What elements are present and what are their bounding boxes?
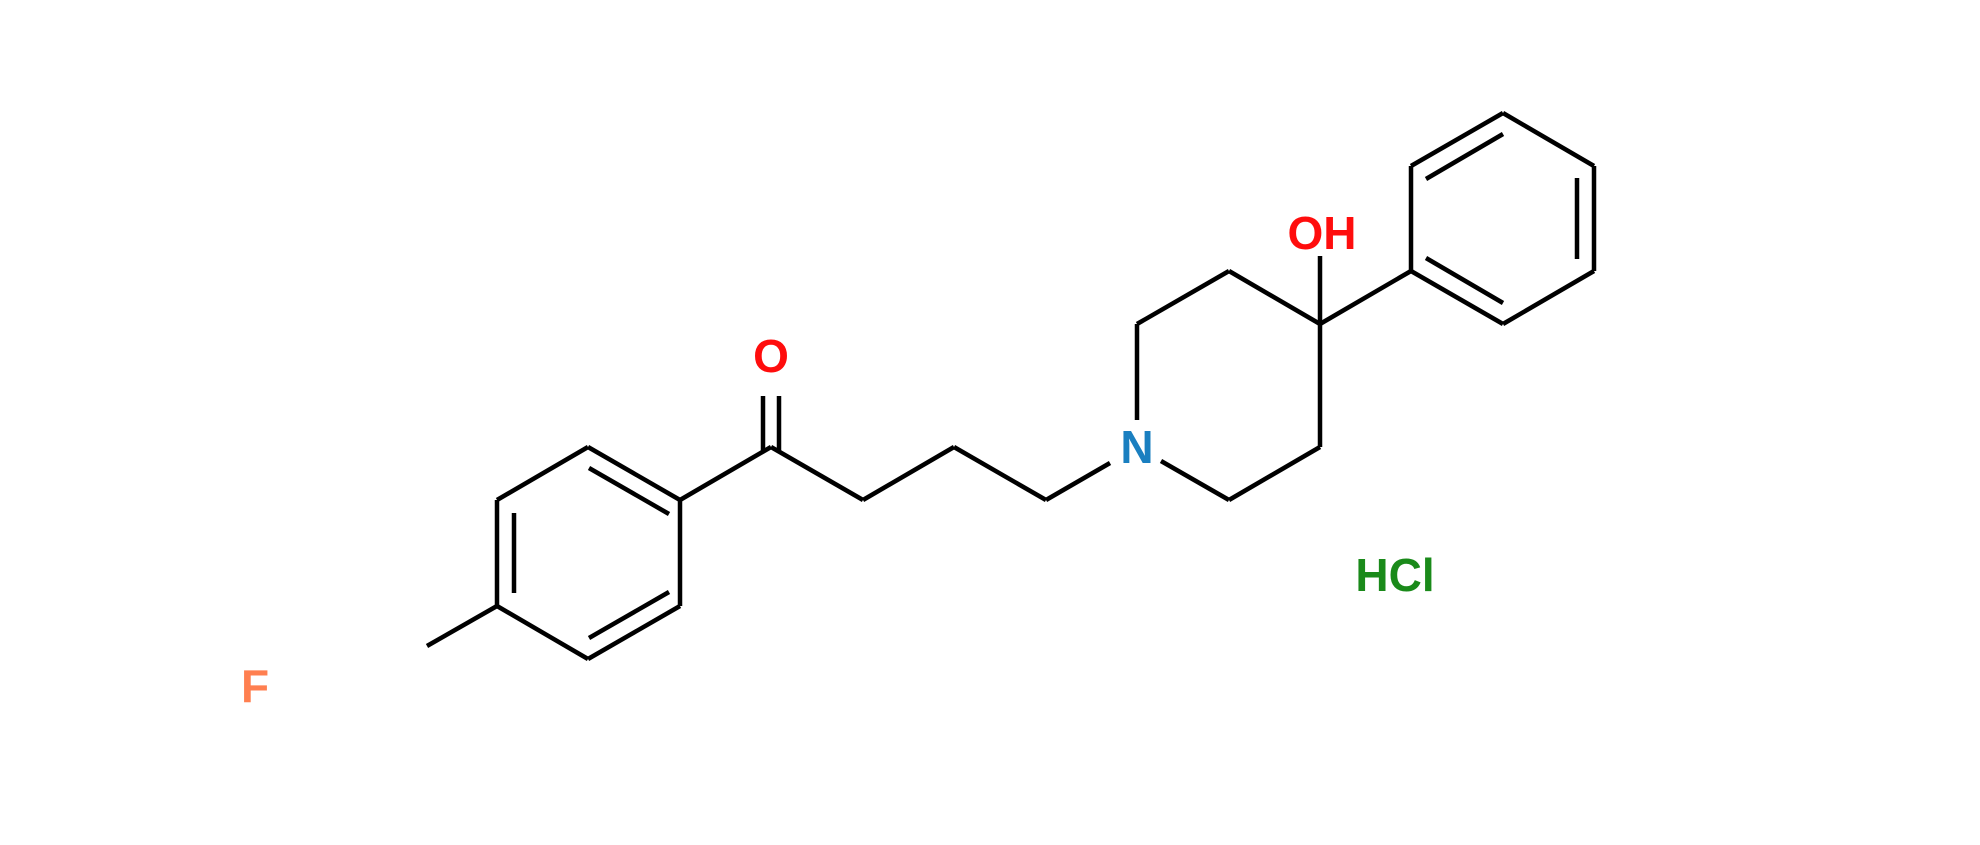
bond-line [1409, 269, 1505, 326]
bond-line [1501, 111, 1596, 168]
bond-line [1159, 459, 1231, 502]
bond-line [1424, 132, 1505, 181]
atom-label-hydroxyl: OH [1288, 207, 1357, 259]
bond-line [495, 445, 590, 502]
bond-line [1044, 461, 1112, 502]
bond-line [586, 604, 682, 661]
bonds [425, 111, 1597, 661]
bond-line [1409, 111, 1505, 168]
atom-label-nitrogen: N [1120, 421, 1153, 473]
bond-line [1227, 269, 1322, 326]
bond-line [587, 590, 671, 640]
bond-line [495, 604, 590, 661]
bond-line [425, 604, 499, 648]
bond-line [586, 445, 682, 502]
bond-line [587, 466, 671, 516]
bond-line [678, 445, 773, 502]
bond-line [1135, 269, 1231, 326]
bond-line [1318, 269, 1413, 326]
bond-line [769, 445, 865, 502]
bond-line [1424, 256, 1505, 305]
salt-label-hcl: HCl [1355, 549, 1434, 601]
bond-line [1501, 269, 1596, 326]
atom-label-carbonyl-oxygen: O [753, 330, 789, 382]
atom-label-fluorine: F [241, 660, 269, 712]
bond-line [952, 445, 1048, 502]
bond-line [1227, 445, 1322, 502]
bond-line [861, 445, 956, 502]
